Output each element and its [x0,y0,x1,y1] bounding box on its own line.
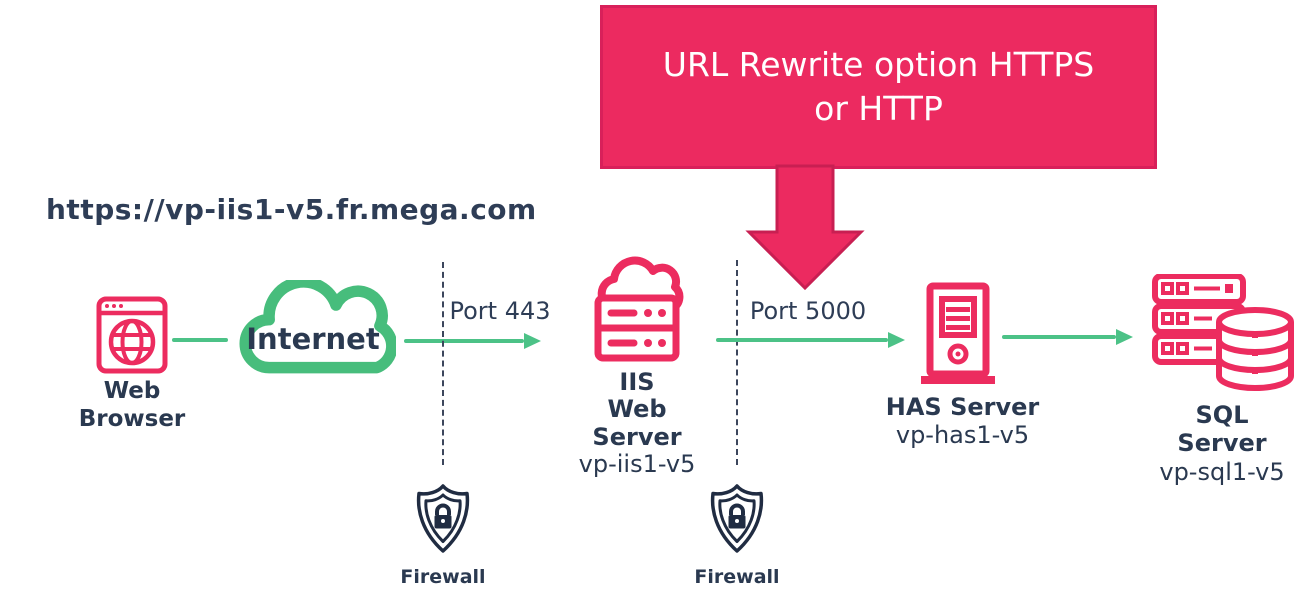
arrowhead [888,332,905,348]
iis-web-server-icon [594,256,684,362]
callout-banner-line2: or HTTP [814,89,943,128]
sql-label: SQL Server vp-sql1-v5 [1147,401,1297,486]
arrowhead [1116,329,1133,345]
iis-hostname: vp-iis1-v5 [578,450,696,479]
callout-banner-line1: URL Rewrite option HTTPS [662,45,1095,85]
web-browser-label-line2: Browser [78,406,186,433]
firewall-shield-lock-icon-left [416,484,470,553]
firewall-shield-lock-icon-right [710,484,764,553]
firewall-boundary-left [442,262,444,465]
port-443-label: Port 443 [449,297,551,325]
web-browser-icon [96,296,168,374]
sql-label-line1: SQL Server [1177,401,1267,458]
iis-label-line1: IIS [619,368,655,396]
internet-label: Internet [246,322,380,356]
web-browser-label-line1: Web [103,378,161,404]
sql-server-icon [1152,274,1294,391]
web-browser-label: Web Browser [57,377,207,433]
has-server-icon [921,282,995,384]
callout-banner: URL Rewrite option HTTPS or HTTP [600,5,1157,169]
port-5000-label: Port 5000 [749,297,867,325]
has-label: HAS Server vp-has1-v5 [885,393,1040,450]
firewall-boundary-right [736,260,738,465]
connector-has-sql [1002,329,1133,345]
connector-internet-iis [404,333,541,349]
connector-browser-internet [172,338,228,342]
banner-down-arrow-icon [745,164,865,291]
iis-label-line2: Web Server [592,395,682,451]
firewall-label-left: Firewall [400,566,486,588]
firewall-label-right: Firewall [694,566,780,588]
arrowhead [524,333,541,349]
connector-iis-has [716,332,905,348]
site-url: https://vp-iis1-v5.fr.mega.com [46,193,537,226]
iis-label: IIS Web Server vp-iis1-v5 [562,368,712,479]
has-hostname: vp-has1-v5 [895,421,1030,450]
has-label-line1: HAS Server [885,393,1040,421]
sql-hostname: vp-sql1-v5 [1159,457,1285,486]
internet-cloud-icon [239,280,396,374]
